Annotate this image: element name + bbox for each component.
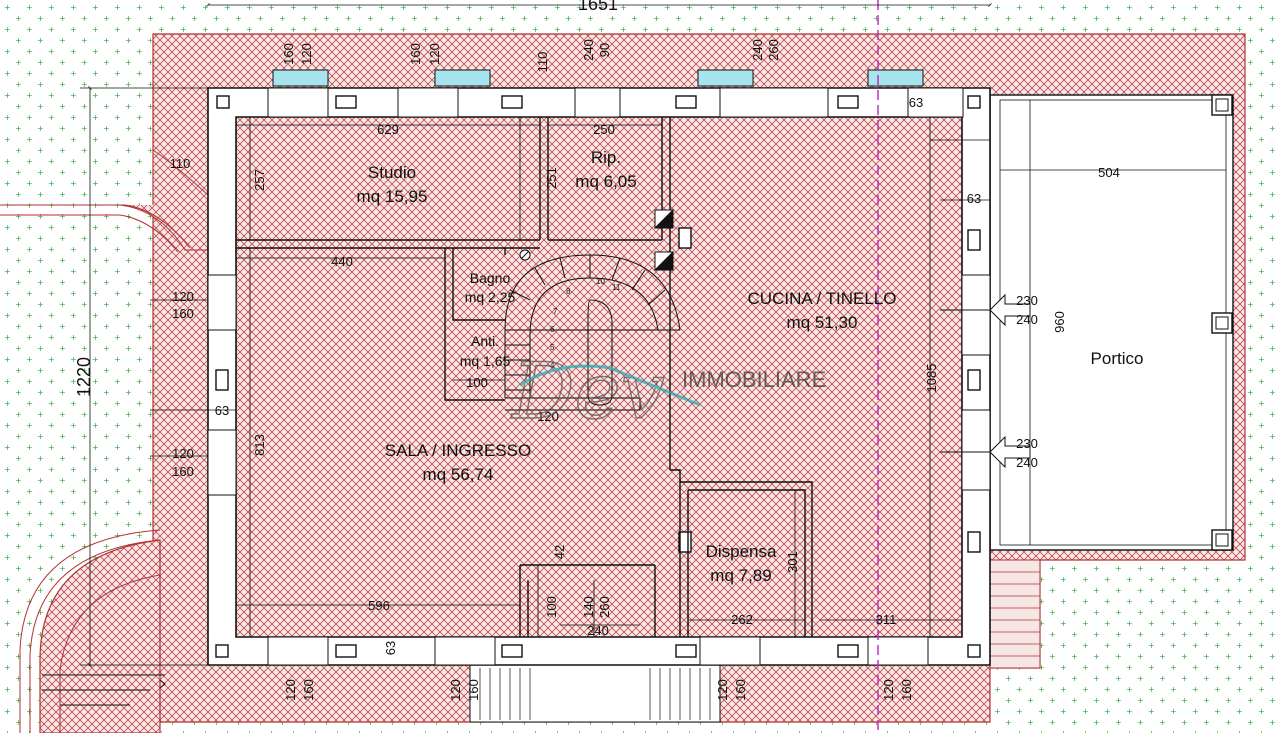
svg-text:100: 100 [466,375,488,390]
svg-text:10: 10 [596,277,605,286]
sala-area: mq 56,74 [423,465,494,484]
bagno-area: mq 2,25 [465,289,516,305]
svg-text:120: 120 [172,446,194,461]
dimension-numbers: 629 250 440 257 251 110 110 813 596 63 6… [170,39,1120,701]
overall-depth-dim: 1220 [74,357,94,397]
dispensa-area: mq 7,89 [710,566,771,585]
svg-text:240: 240 [1016,455,1038,470]
svg-text:120: 120 [881,679,896,701]
svg-text:120: 120 [283,679,298,701]
svg-text:230: 230 [1016,293,1038,308]
svg-text:140: 140 [581,596,596,618]
svg-text:42: 42 [552,545,567,559]
portico-area [989,94,1234,551]
spiral-staircase [504,254,681,411]
svg-text:120: 120 [448,679,463,701]
top-windows [267,69,964,118]
svg-text:311: 311 [876,612,897,627]
overall-width-dim: 1651 [578,0,618,14]
svg-text:120: 120 [299,43,314,65]
svg-text:629: 629 [377,122,399,137]
dimension-lines [80,3,1226,667]
portico-pillar-inner [1215,98,1229,547]
svg-text:1085: 1085 [924,364,939,393]
svg-text:8: 8 [566,287,571,296]
svg-text:160: 160 [172,306,194,321]
side-openings [207,274,991,666]
cucina-label: CUCINA / TINELLO [748,289,897,308]
garden-path-curves [0,204,191,733]
svg-text:160: 160 [466,679,481,701]
svg-text:63: 63 [909,95,923,110]
shaft-symbols [519,208,674,271]
svg-text:100: 100 [544,596,559,618]
svg-text:63: 63 [383,641,398,655]
svg-text:160: 160 [733,679,748,701]
dispensa-label: Dispensa [706,542,777,561]
svg-text:260: 260 [766,39,781,61]
svg-text:11: 11 [612,283,621,292]
watermark-text: IMMOBILIARE [682,367,826,392]
svg-text:6: 6 [550,325,555,334]
svg-text:110: 110 [535,52,550,73]
svg-text:250: 250 [593,122,615,137]
svg-text:240: 240 [587,623,609,638]
rip-area: mq 6,05 [575,172,636,191]
portico-label: Portico [1091,349,1144,368]
svg-text:160: 160 [899,679,914,701]
svg-text:240: 240 [581,39,596,61]
studio-label: Studio [368,163,416,182]
exterior-steps [469,559,1041,723]
svg-text:7: 7 [553,307,558,316]
svg-text:90: 90 [597,43,612,57]
watermark-script: Dev [510,347,665,437]
svg-text:5: 5 [550,343,555,352]
room-labels: Studio mq 15,95 Rip. mq 6,05 Bagno mq 2,… [357,148,1144,585]
watermark-logo: Dev IMMOBILIARE [509,346,826,437]
svg-text:120: 120 [427,43,442,65]
interior-walls [236,117,813,637]
svg-text:120: 120 [172,289,194,304]
anti-area: mq 1,65 [460,353,511,369]
svg-text:504: 504 [1098,165,1120,180]
stair-step-numbers: 10 11 8 7 6 5 4 [550,277,621,370]
svg-text:596: 596 [368,598,390,613]
svg-text:257: 257 [252,169,267,191]
svg-text:120: 120 [537,409,559,424]
entry-arrows [940,293,1031,469]
svg-text:262: 262 [731,612,753,627]
svg-text:230: 230 [1016,436,1038,451]
svg-text:240: 240 [1016,312,1038,327]
svg-text:160: 160 [408,43,423,65]
svg-text:63: 63 [215,403,229,418]
svg-text:260: 260 [597,596,612,618]
svg-text:4: 4 [550,361,555,370]
svg-text:160: 160 [301,679,316,701]
cucina-area: mq 51,30 [787,313,858,332]
anti-label: Anti. [471,333,499,349]
svg-text:240: 240 [750,39,765,61]
svg-text:110: 110 [170,156,191,171]
svg-text:251: 251 [544,167,559,189]
svg-text:301: 301 [785,551,800,573]
svg-text:960: 960 [1052,311,1067,333]
bagno-label: Bagno [470,270,511,286]
svg-text:813: 813 [252,434,267,456]
svg-text:160: 160 [172,464,194,479]
sala-label: SALA / INGRESSO [385,441,531,460]
studio-area: mq 15,95 [357,187,428,206]
rip-label: Rip. [591,148,621,167]
svg-text:440: 440 [331,254,353,269]
svg-text:63: 63 [967,191,981,206]
svg-text:160: 160 [281,43,296,65]
svg-text:120: 120 [715,679,730,701]
